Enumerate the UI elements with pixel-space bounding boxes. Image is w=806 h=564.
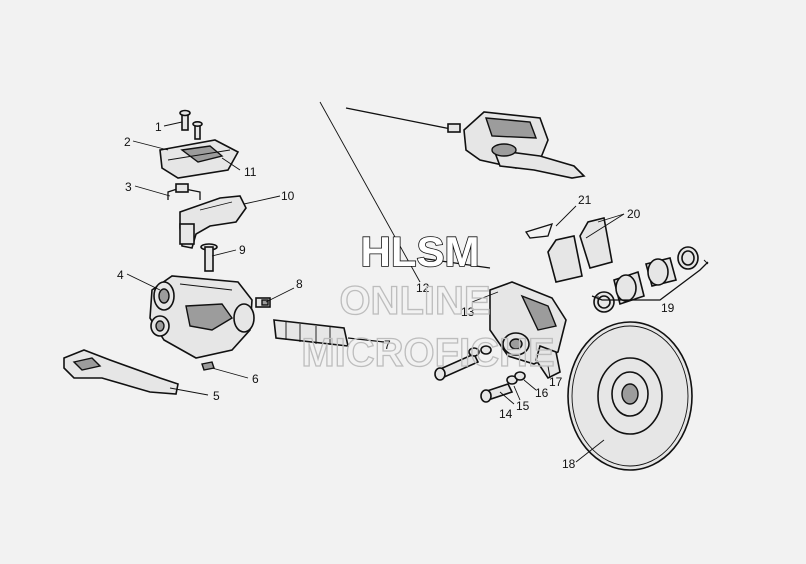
- callout-10: 10: [281, 189, 295, 203]
- watermark-line-2: ONLINE: [339, 279, 490, 323]
- part-pad-spring: [524, 223, 554, 239]
- callout-9: 9: [239, 243, 246, 257]
- callout-8: 8: [296, 277, 303, 291]
- part-reservoir-cover: [159, 139, 240, 179]
- callout-7: 7: [384, 338, 391, 352]
- part-brake-disc: [567, 321, 693, 471]
- part-clip: [167, 183, 201, 200]
- part-pin: [200, 243, 218, 272]
- callout-20: 20: [627, 207, 641, 221]
- watermark-line-3: MICROFICHE: [301, 331, 554, 375]
- watermark-line-1: HLSM: [361, 228, 480, 275]
- part-brake-hose: [345, 107, 491, 269]
- callout-6: 6: [252, 372, 259, 386]
- watermark: HLSM ONLINE MICROFICHE: [301, 227, 556, 375]
- callout-21: 21: [578, 193, 592, 207]
- part-caliper-pistons: [591, 246, 709, 313]
- part-brake-pads: [547, 217, 613, 283]
- callout-4: 4: [117, 268, 124, 282]
- part-brake-lever: [63, 349, 179, 395]
- part-lever-arm: [179, 195, 247, 249]
- callout-18: 18: [562, 457, 576, 471]
- leader-lines: [126, 101, 625, 463]
- callout-14: 14: [499, 407, 513, 421]
- callout-5: 5: [213, 389, 220, 403]
- callout-labels: 1 2 3 4 5 6 7 8 9 10 11 12 13 14 15 16 1…: [117, 120, 675, 471]
- part-caliper: [489, 281, 567, 380]
- part-switch: [255, 297, 271, 308]
- callout-17: 17: [549, 375, 563, 389]
- part-master-cylinder: [149, 275, 255, 359]
- part-bolts: [434, 345, 526, 403]
- part-small-clip: [201, 361, 215, 371]
- callout-2: 2: [124, 135, 131, 149]
- callout-1: 1: [155, 120, 162, 134]
- part-piston: [273, 319, 385, 347]
- callout-13: 13: [461, 305, 475, 319]
- callout-12: 12: [416, 281, 430, 295]
- part-screws: [179, 109, 203, 140]
- callout-15: 15: [516, 399, 530, 413]
- callout-16: 16: [535, 386, 549, 400]
- callout-19: 19: [661, 301, 675, 315]
- callout-3: 3: [125, 180, 132, 194]
- callout-11: 11: [244, 165, 257, 179]
- part-assembled-master-cylinder: [463, 111, 586, 179]
